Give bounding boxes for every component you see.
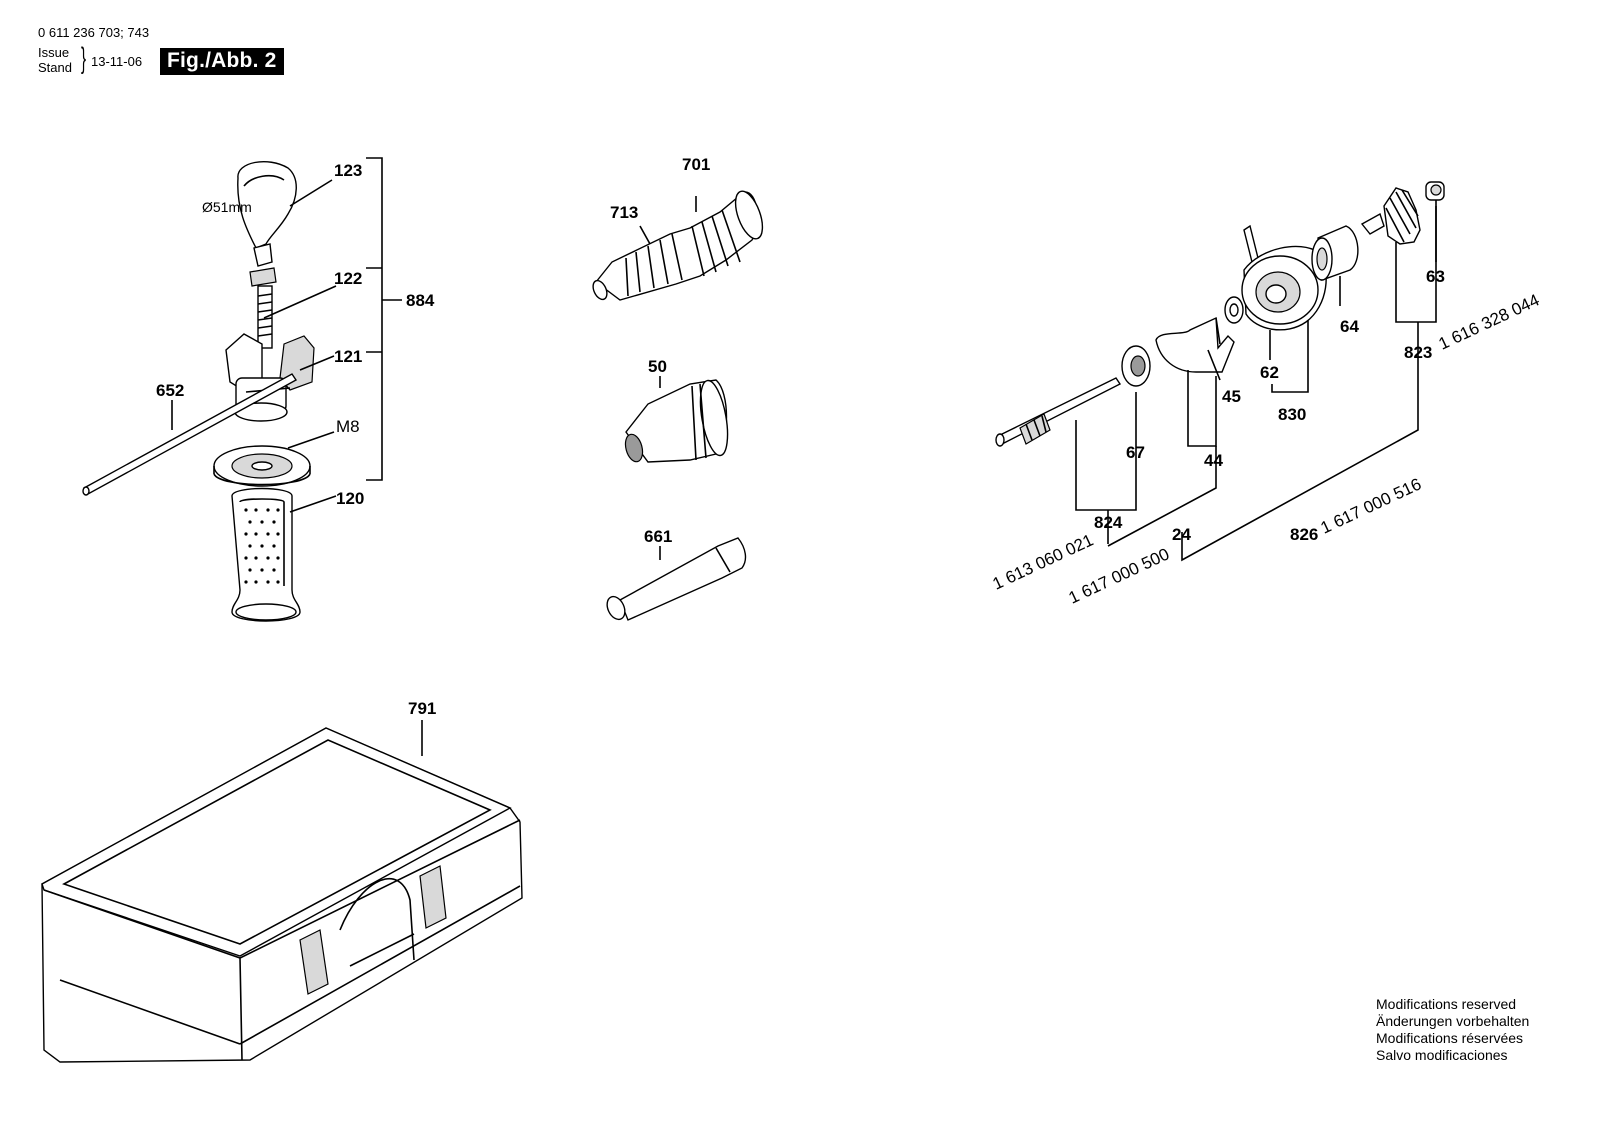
issue-date: 13-11-06	[91, 54, 143, 69]
bushing-part	[1311, 225, 1359, 281]
needle-bearing-part	[1224, 296, 1244, 324]
label-diameter: Ø51mm	[202, 199, 252, 215]
depth-rod-part	[82, 373, 298, 496]
label-123: 123	[334, 161, 362, 180]
label-122: 122	[334, 269, 362, 288]
label-713: 713	[610, 203, 638, 222]
kit-number-823: 1 616 328 044	[1436, 290, 1543, 353]
depth-stop-cap-part	[237, 161, 297, 267]
label-701: 701	[682, 155, 710, 174]
label-45: 45	[1222, 387, 1241, 406]
modification-notes: Modifications reserved Änderungen vorbeh…	[1376, 996, 1529, 1064]
label-63: 63	[1426, 267, 1445, 286]
label-823: 823	[1404, 343, 1432, 362]
stand-label: Stand	[38, 60, 72, 75]
issue-label: Issue	[38, 45, 70, 60]
label-791: 791	[408, 699, 436, 718]
part-numbers: 0 611 236 703; 743	[38, 25, 150, 40]
washer-part	[213, 445, 311, 487]
label-884: 884	[406, 291, 435, 310]
label-m8: M8	[336, 417, 360, 436]
label-24: 24	[1172, 525, 1191, 544]
carrying-case-part	[41, 727, 523, 1063]
label-67: 67	[1126, 443, 1145, 462]
kit-number-826: 1 617 000 516	[1318, 474, 1425, 537]
quick-chuck-part	[624, 379, 729, 463]
label-830: 830	[1278, 405, 1306, 424]
label-652: 652	[156, 381, 184, 400]
gear-part	[1360, 187, 1421, 245]
brace: }	[81, 42, 87, 75]
label-824: 824	[1094, 513, 1123, 532]
small-sleeve-part	[1425, 181, 1445, 201]
bearing-part	[1121, 345, 1151, 387]
note-line: Salvo modificaciones	[1376, 1047, 1508, 1063]
label-64: 64	[1340, 317, 1359, 336]
note-line: Modifications reserved	[1376, 996, 1517, 1012]
clamping-bolt-part	[249, 267, 277, 349]
label-661: 661	[644, 527, 672, 546]
grease-tube-part	[606, 537, 747, 621]
label-44: 44	[1204, 451, 1223, 470]
note-line: Modifications réservées	[1376, 1030, 1524, 1046]
issue-stand-labels: Issue Stand	[38, 45, 72, 75]
shift-fork-part	[1155, 316, 1235, 381]
chuck-assembly-part	[592, 190, 764, 301]
figure-label: Fig./Abb. 2	[160, 48, 284, 75]
pinion-shaft-part	[995, 377, 1122, 447]
label-826: 826	[1290, 525, 1318, 544]
handle-grip-part	[231, 487, 301, 622]
label-50: 50	[648, 357, 667, 376]
note-line: Änderungen vorbehalten	[1376, 1013, 1530, 1029]
label-121: 121	[334, 347, 362, 366]
label-62: 62	[1260, 363, 1279, 382]
header: 0 611 236 703; 743 Issue Stand } 13-11-0…	[0, 0, 1600, 90]
label-120: 120	[336, 489, 364, 508]
clutch-housing-part	[1241, 224, 1327, 331]
